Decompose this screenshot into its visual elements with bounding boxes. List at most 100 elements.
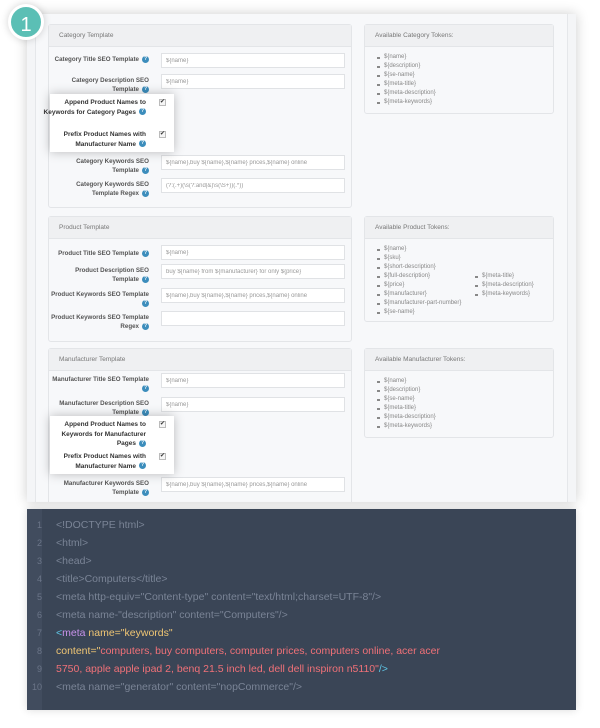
checkbox-label: Prefix Product Names with Manufacturer N… [63, 131, 146, 148]
field-label: Manufacturer Title SEO Template? [52, 376, 149, 392]
code-punct: /> [378, 663, 388, 675]
category-keywords-regex-input[interactable] [161, 178, 345, 193]
checkbox-label: Prefix Product Names with Manufacturer N… [63, 453, 146, 470]
help-icon[interactable]: ? [142, 85, 149, 93]
help-icon[interactable]: ? [139, 140, 146, 148]
line-number-gutter [27, 509, 42, 710]
line-number: 7 [36, 628, 42, 638]
token-item: ${full-description} [377, 272, 461, 281]
code-tag: meta [62, 627, 86, 639]
help-icon[interactable]: ? [142, 384, 149, 392]
help-icon[interactable]: ? [139, 439, 146, 447]
category-description-seo-template-input[interactable] [161, 74, 345, 89]
code-attr: content=" [56, 645, 101, 657]
token-item: ${meta-title} [475, 272, 534, 281]
checkbox-label: Append Product Names to Keywords for Cat… [43, 99, 146, 116]
code-attr: name="keywords" [85, 627, 173, 639]
line-number: 8 [36, 646, 42, 656]
token-item: ${name} [377, 377, 553, 386]
product-keywords-seo-template-input[interactable] [161, 288, 345, 303]
help-icon[interactable]: ? [142, 249, 149, 257]
help-icon[interactable]: ? [142, 488, 149, 496]
help-icon[interactable]: ? [142, 322, 149, 330]
line-number: 1 [36, 520, 42, 530]
token-item: ${description} [377, 386, 553, 395]
panel-title: Category Template [49, 25, 351, 47]
token-item: ${sku} [377, 254, 461, 263]
code-text: <meta http-equiv="Content-type" content=… [56, 591, 382, 603]
help-icon[interactable]: ? [139, 108, 146, 116]
token-item: ${short-description} [377, 263, 461, 272]
token-list: ${name} ${description} ${se-name} ${meta… [365, 371, 553, 431]
code-text: <meta name="keywords" [56, 624, 173, 642]
panel-title: Product Template [49, 217, 351, 239]
help-icon[interactable]: ? [142, 275, 149, 283]
line-number: 6 [36, 610, 42, 620]
field-label: Product Title SEO Template? [58, 249, 149, 257]
help-icon[interactable]: ? [142, 408, 149, 416]
token-item: ${description} [377, 62, 553, 71]
help-icon[interactable]: ? [142, 166, 149, 174]
token-list-col1: ${name} ${sku} ${short-description} ${fu… [365, 239, 461, 317]
help-icon[interactable]: ? [139, 462, 146, 470]
manufacturer-description-seo-template-input[interactable] [161, 397, 345, 412]
append-product-names-manufacturer-checkbox[interactable]: ✔ [159, 421, 166, 428]
token-list: ${name} ${description} ${se-name} ${meta… [365, 47, 553, 107]
prefix-manufacturer-category-checkbox[interactable]: ✔ [159, 131, 166, 138]
category-title-seo-template-input[interactable] [161, 53, 345, 68]
token-item: ${se-name} [377, 308, 461, 317]
token-item: ${meta-title} [377, 80, 553, 89]
token-item: ${manufacturer} [377, 290, 461, 299]
category-template-panel: Category Template Category Title SEO Tem… [48, 24, 352, 208]
line-number: 2 [36, 538, 42, 548]
token-item: ${meta-description} [475, 281, 534, 290]
code-text: <title>Computers</title> [56, 573, 168, 585]
code-string: 5750, apple apple ipad 2, benq 21.5 inch… [56, 663, 379, 675]
token-list-col2: ${meta-title} ${meta-description} ${meta… [463, 266, 534, 299]
token-item: ${meta-keywords} [377, 98, 553, 107]
line-number: 4 [36, 574, 42, 584]
product-keywords-regex-input[interactable] [161, 311, 345, 326]
prefix-manufacturer-manufacturer-checkbox[interactable]: ✔ [159, 453, 166, 460]
category-keywords-seo-template-input[interactable] [161, 155, 345, 170]
token-item: ${meta-keywords} [377, 422, 553, 431]
manufacturer-keywords-seo-template-input[interactable] [161, 477, 345, 492]
help-icon[interactable]: ? [142, 189, 149, 197]
line-number: 9 [36, 664, 42, 674]
code-text: <meta name="generator" content="nopComme… [56, 681, 303, 693]
field-label: Product Keywords SEO Template Regex? [51, 314, 149, 330]
help-icon[interactable]: ? [142, 55, 149, 63]
help-icon[interactable]: ? [142, 299, 149, 307]
panel-title: Available Product Tokens: [365, 217, 553, 239]
token-item: ${meta-description} [377, 413, 553, 422]
checkbox-label: Append Product Names to Keywords for Man… [61, 421, 146, 447]
code-string: computers, buy computers, computer price… [100, 645, 440, 657]
field-label: Manufacturer Keywords SEO Template? [63, 480, 149, 496]
token-item: ${se-name} [377, 71, 553, 80]
code-text: 5750, apple apple ipad 2, benq 21.5 inch… [56, 660, 388, 678]
token-item: ${meta-title} [377, 404, 553, 413]
field-label: Category Keywords SEO Template Regex? [76, 181, 149, 197]
token-item: ${price} [377, 281, 461, 290]
line-number: 5 [36, 592, 42, 602]
line-number: 10 [31, 682, 42, 692]
manufacturer-tokens-panel: Available Manufacturer Tokens: ${name} $… [364, 348, 554, 438]
product-title-seo-template-input[interactable] [161, 245, 345, 260]
token-item: ${meta-description} [377, 89, 553, 98]
field-label: Category Title SEO Template? [54, 55, 149, 63]
category-checkbox-callout: Append Product Names to Keywords for Cat… [44, 94, 174, 152]
code-text: <html> [56, 537, 89, 549]
field-label: Product Keywords SEO Template? [51, 291, 149, 307]
field-label: Category Keywords SEO Template? [76, 158, 149, 174]
field-label: Product Description SEO Template? [75, 267, 149, 283]
append-product-names-category-checkbox[interactable]: ✔ [159, 99, 166, 106]
token-item: ${name} [377, 245, 461, 254]
field-label: Manufacturer Description SEO Template? [59, 400, 149, 416]
product-description-seo-template-input[interactable] [161, 264, 345, 279]
product-tokens-panel: Available Product Tokens: ${name} ${sku}… [364, 216, 554, 322]
manufacturer-title-seo-template-input[interactable] [161, 373, 345, 388]
code-text: content="computers, buy computers, compu… [56, 642, 440, 660]
manufacturer-checkbox-callout: Append Product Names to Keywords for Man… [50, 416, 174, 474]
panel-title: Available Manufacturer Tokens: [365, 349, 553, 371]
line-number: 3 [36, 556, 42, 566]
